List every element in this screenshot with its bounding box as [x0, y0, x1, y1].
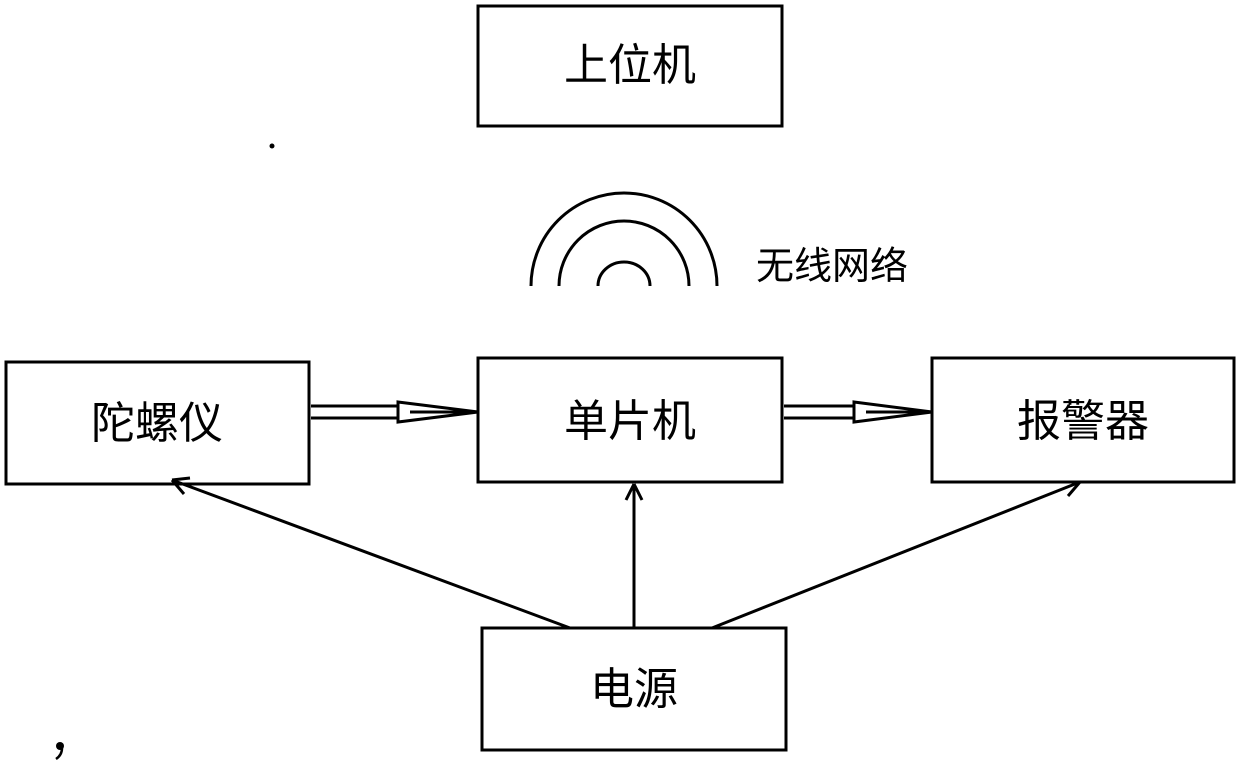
arrow-gyroscope-to-mcu — [311, 402, 478, 422]
gyroscope-node: 陀螺仪 — [6, 362, 309, 484]
mcu-label: 单片机 — [564, 396, 696, 447]
host-computer-node: 上位机 — [478, 6, 782, 126]
wireless-signal-icon — [531, 193, 717, 286]
power-supply-label: 电源 — [590, 664, 678, 715]
power-supply-node: 电源 — [482, 628, 786, 750]
mcu-node: 单片机 — [478, 358, 782, 482]
arrow-power-to-gyroscope — [172, 478, 570, 628]
host-computer-label: 上位机 — [564, 40, 696, 91]
wireless-network-label: 无线网络 — [756, 244, 908, 288]
arrow-mcu-to-alarm — [784, 402, 932, 422]
stray-comma-mark — [56, 742, 64, 759]
arrow-power-to-mcu — [626, 484, 642, 628]
alarm-label: 报警器 — [1017, 396, 1149, 447]
alarm-node: 报警器 — [932, 358, 1234, 482]
arrow-power-to-alarm — [712, 482, 1080, 628]
gyroscope-label: 陀螺仪 — [91, 398, 223, 449]
stray-dot-mark — [270, 144, 275, 149]
